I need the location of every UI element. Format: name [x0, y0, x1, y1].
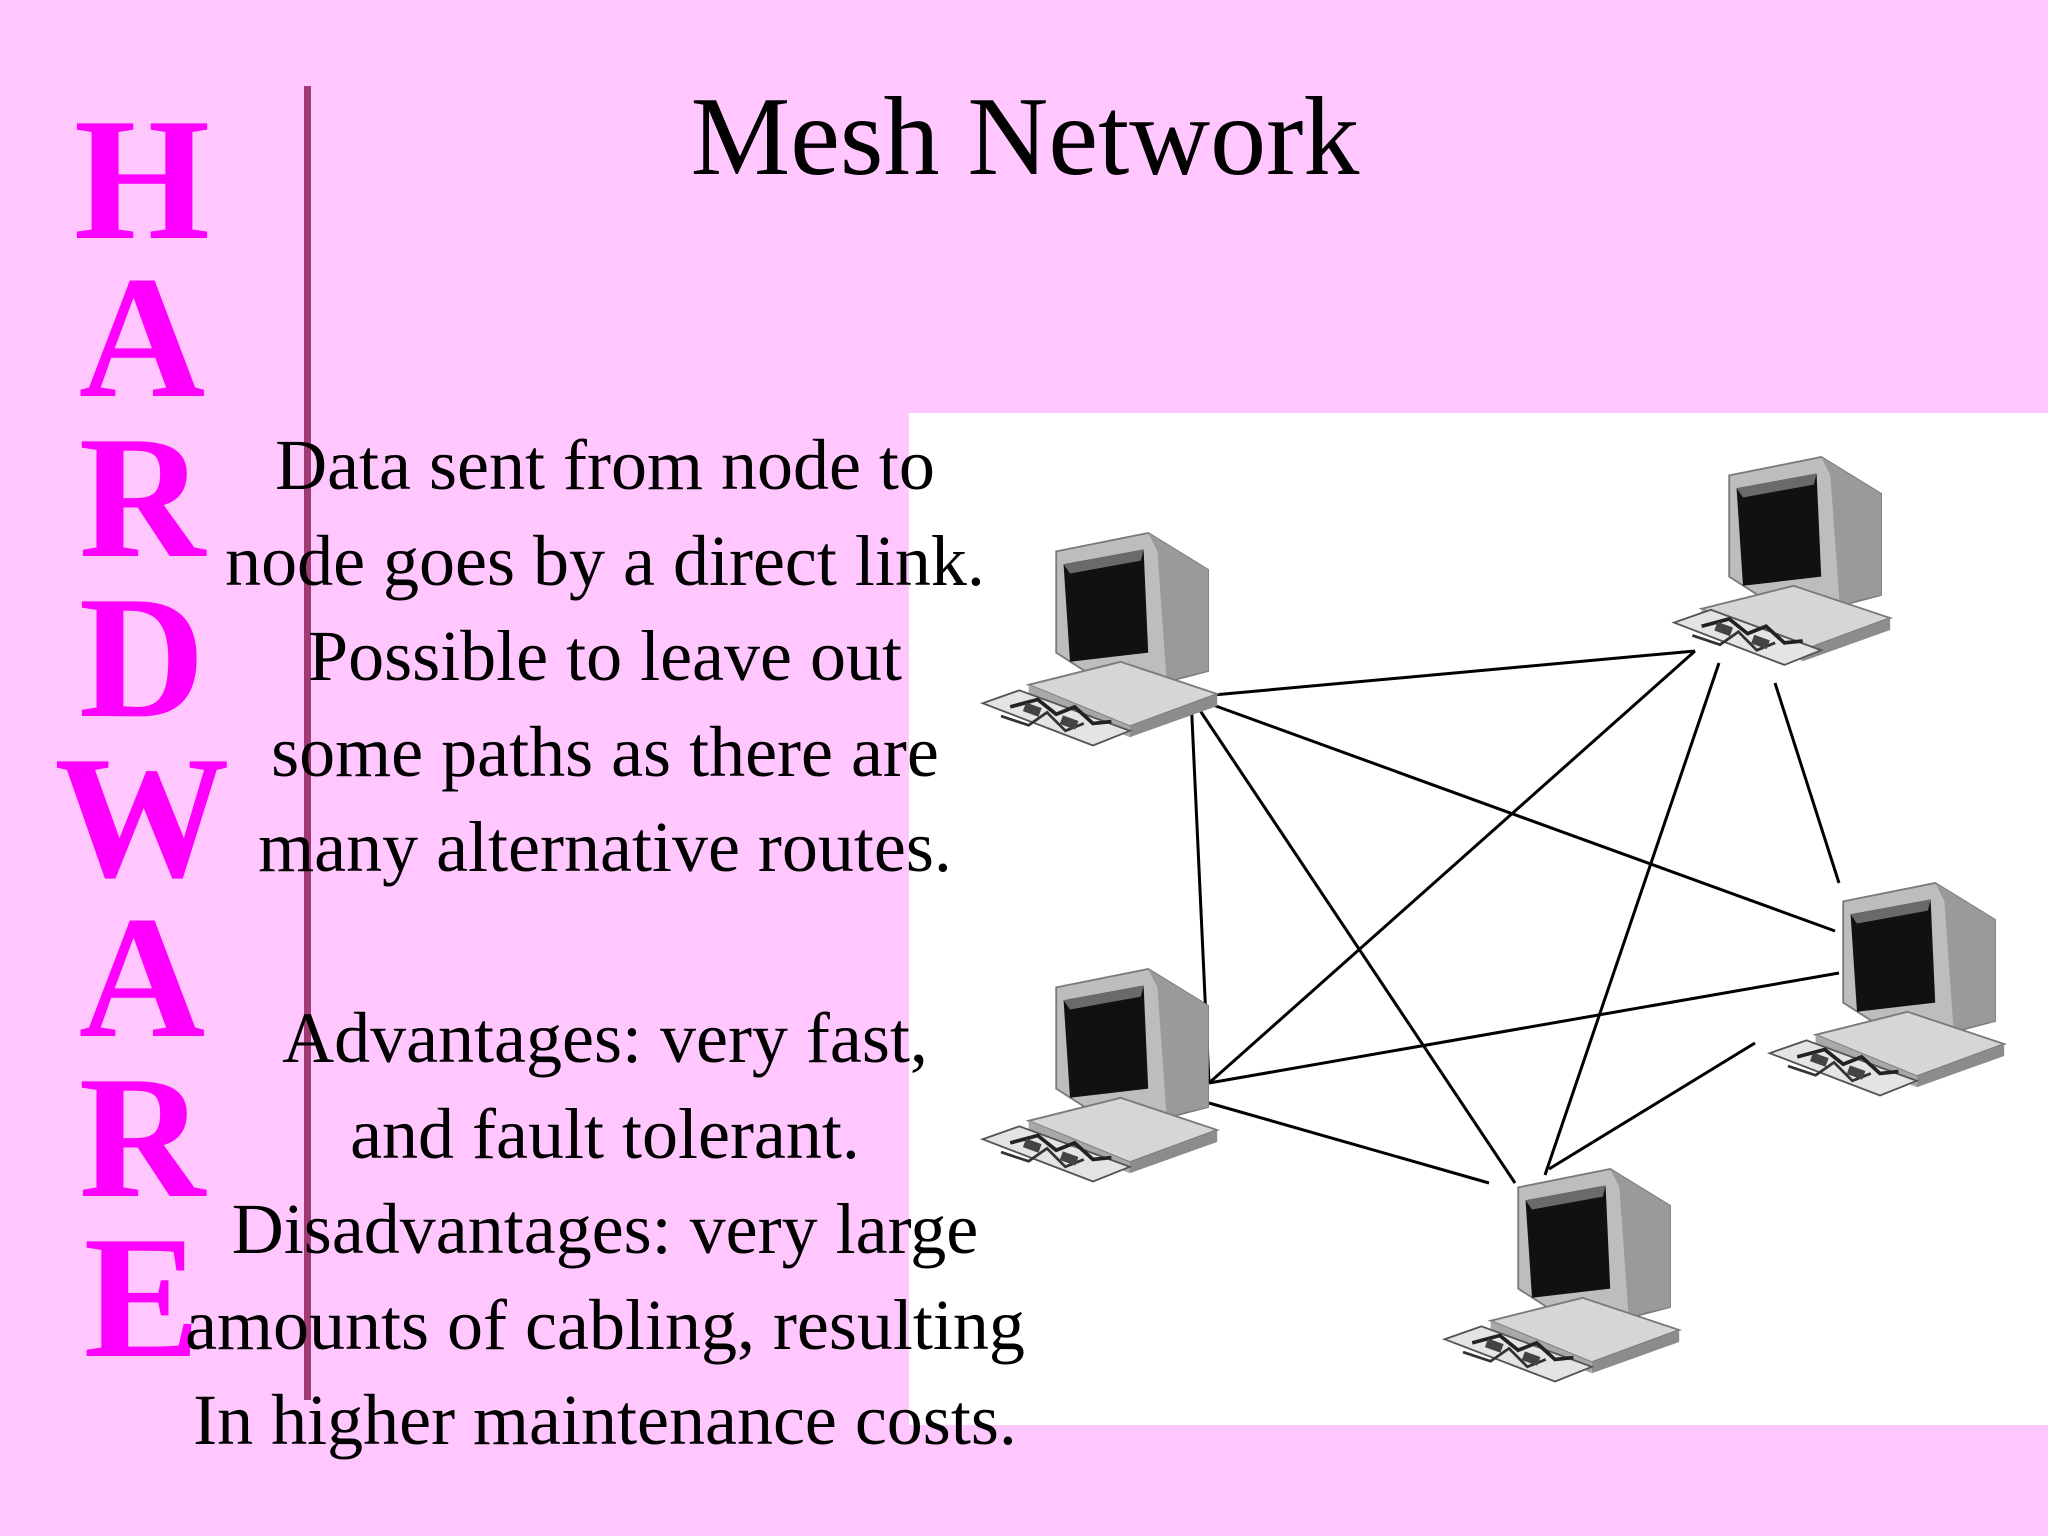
paragraph-1-line-5: many alternative routes.	[258, 807, 952, 887]
computer-bottom-icon	[1442, 1168, 1681, 1384]
link-2-4	[1548, 1041, 1756, 1171]
banner-letter-e: E	[83, 1200, 201, 1394]
link-0-4	[1189, 696, 1517, 1184]
link-1-4	[1543, 662, 1721, 1176]
paragraph-2-line-3: Disadvantages: very large	[231, 1189, 979, 1269]
vertical-rule	[304, 86, 311, 1400]
paragraph-1-line-4: some paths as there are	[271, 711, 939, 792]
mesh-diagram	[980, 456, 2006, 1384]
computer-top-right-icon	[1672, 456, 1892, 667]
banner-letter-h: H	[73, 82, 211, 276]
link-1-2	[1773, 682, 1841, 884]
banner-letter-a: A	[78, 240, 206, 434]
paragraph-spacer	[105, 896, 1105, 992]
mesh-links	[1189, 649, 1841, 1185]
banner-letter-r2: R	[78, 1040, 206, 1234]
mesh-diagram-panel	[909, 413, 2048, 1425]
banner-letter-r: R	[78, 400, 206, 594]
paragraph-1-line-1: Data sent from node to	[275, 425, 935, 505]
banner-letter-d: D	[78, 560, 206, 754]
banner-letter-a2: A	[78, 880, 206, 1074]
paragraph-1-line-2: node goes by a direct link.	[225, 520, 985, 601]
body-text: Data sent from node to node goes by a di…	[105, 418, 1105, 1469]
link-0-1	[1190, 649, 1696, 699]
link-3-4	[1208, 1101, 1490, 1185]
paragraph-2-line-4: amounts of cabling, resulting	[185, 1284, 1025, 1365]
paragraph-2-line-2: and fault tolerant.	[350, 1093, 860, 1174]
slide-title: Mesh Network	[690, 75, 1360, 199]
paragraph-2-line-5: In higher maintenance costs.	[193, 1380, 1017, 1460]
paragraph-2-line-1: Advantages: very fast,	[282, 998, 928, 1078]
link-1-3	[1208, 649, 1696, 1085]
paragraph-1-line-3: Possible to leave out	[308, 616, 902, 696]
link-2-3	[1208, 971, 1840, 1085]
computer-right-icon	[1767, 882, 2006, 1098]
banner-letter-w: W	[54, 720, 230, 914]
